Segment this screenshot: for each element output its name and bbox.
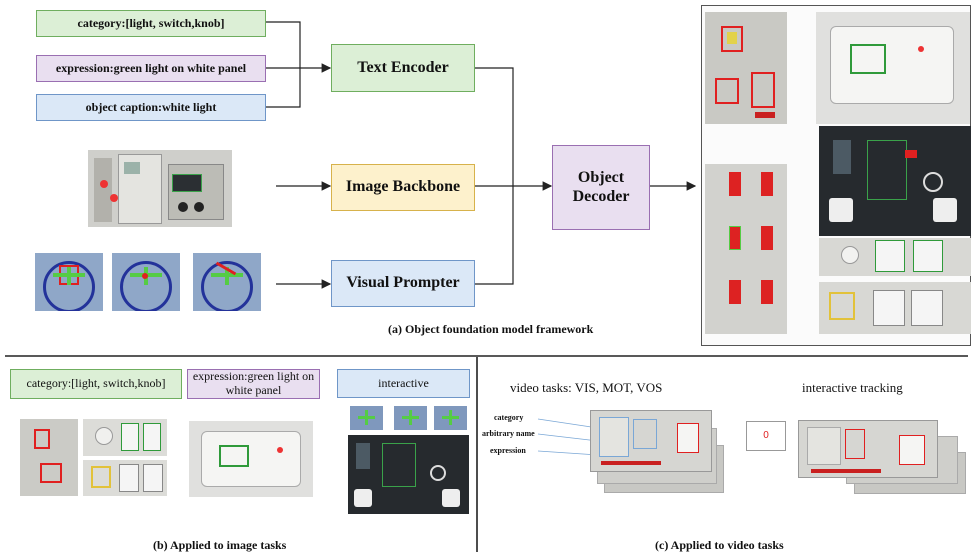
image-task-category-label: category:[light, switch,knob] (10, 369, 182, 399)
image-task-interactive-image (348, 435, 469, 514)
image-task-category-image-3 (83, 460, 167, 496)
image-tasks-caption: (b) Applied to image tasks (153, 538, 287, 552)
text-encoder-to-decoder (475, 67, 514, 186)
visual-prompt-thumb-1 (35, 253, 103, 311)
expression-input-box: expression:green light on white panel (36, 55, 266, 82)
output-image-white-panel (816, 12, 970, 124)
visual-prompt-thumb-2 (112, 253, 180, 311)
image-task-category-image-1 (20, 419, 78, 496)
output-image-knobs-2 (819, 282, 971, 334)
tracking-frame-front (798, 420, 938, 478)
video-tasks-caption: (c) Applied to video tasks (655, 538, 784, 552)
object-decoder-module: Object Decoder (552, 145, 650, 230)
output-image-indicators (705, 12, 787, 124)
text-encoder-module: Text Encoder (331, 44, 475, 92)
framework-caption: (a) Object foundation model framework (388, 322, 594, 336)
image-backbone-module: Image Backbone (331, 164, 475, 211)
image-task-expression-image (189, 421, 313, 497)
category-input-box: category:[light, switch,knob] (36, 10, 266, 37)
output-image-red-switches (705, 164, 787, 334)
visual-prompt-thumb-3 (193, 253, 261, 311)
visual-prompter-module: Visual Prompter (331, 260, 475, 307)
object-caption-input-box: object caption:white light (36, 94, 266, 121)
annotation-arbitrary-name: arbitrary name (482, 429, 535, 438)
image-task-prompt-thumb-2 (394, 406, 427, 430)
image-task-prompt-thumb-3 (434, 406, 467, 430)
annotation-expression: expression (490, 446, 526, 455)
category-connector (266, 21, 301, 108)
output-image-control-panel (819, 126, 971, 236)
output-results-panel (701, 5, 971, 346)
tracking-prompt-box: 0 (746, 421, 786, 451)
visual-prompter-to-decoder (475, 186, 514, 285)
image-task-category-image-2 (83, 419, 167, 456)
video-tasks-label: video tasks: VIS, MOT, VOS (510, 380, 663, 395)
annotation-category: category (494, 413, 524, 422)
video-frame-front (590, 410, 712, 472)
image-task-prompt-thumb-1 (350, 406, 383, 430)
input-image (88, 150, 232, 227)
image-task-interactive-label: interactive (337, 369, 470, 398)
image-task-expression-label: expression:green light on white panel (187, 369, 320, 399)
interactive-tracking-label: interactive tracking (802, 380, 903, 395)
output-image-knobs-1 (819, 238, 971, 276)
